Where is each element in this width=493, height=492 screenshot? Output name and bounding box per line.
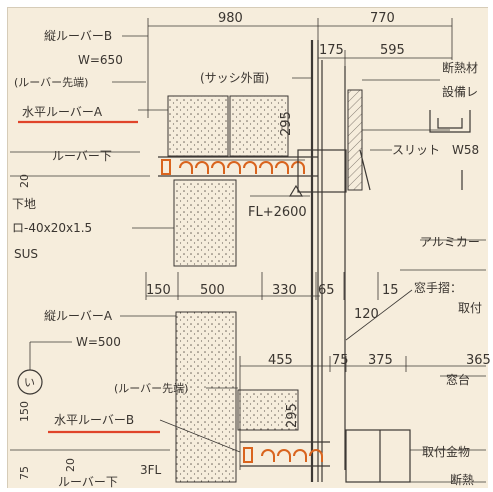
dim-295-upper: 295 [279, 111, 294, 136]
label-w500: W=500 [76, 335, 121, 349]
label-horizontal-louver-a: 水平ルーバーA [22, 105, 103, 119]
dim-120: 120 [354, 307, 379, 322]
dim-295-lower: 295 [285, 403, 300, 428]
label-louver-tip-top: (ルーバー先端) [14, 76, 88, 89]
dim-75-vertical: 75 [18, 466, 31, 480]
dim-500: 500 [200, 283, 225, 298]
dim-375: 375 [368, 353, 393, 368]
lower-right-detail [345, 375, 486, 483]
dim-65: 65 [318, 283, 335, 298]
dim-20-upper: 20 [18, 174, 31, 188]
label-circle-i: い [24, 376, 35, 389]
top-dimension-line [147, 18, 453, 118]
fl-level-marker [250, 184, 310, 197]
horizontal-louver-b [240, 441, 330, 467]
dim-365: 365 [466, 353, 491, 368]
dim-150: 150 [146, 283, 171, 298]
label-fl2600: FL+2600 [248, 205, 307, 220]
dim-150-vertical: 150 [18, 401, 31, 422]
dim-175: 175 [319, 43, 344, 58]
dim-75: 75 [332, 353, 349, 368]
right-detail [359, 110, 486, 271]
dim-330: 330 [272, 283, 297, 298]
wall-section-upper [173, 179, 237, 267]
dim-980: 980 [218, 11, 243, 26]
label-shitaji: 下地 [12, 197, 36, 211]
horizontal-louver-a [158, 156, 318, 177]
label-madotemisu: 窓手摺： [414, 280, 462, 295]
label-ro-spec: ロ-40x20x1.5 [12, 221, 92, 235]
dim-595: 595 [380, 43, 405, 58]
label-tate-louver-b: 縦ルーバーB [44, 29, 112, 43]
label-danetsu-lower: 断熱 [450, 472, 474, 487]
middle-dimension-line [145, 272, 379, 300]
label-w58: W58 [452, 143, 479, 157]
label-louver-tip-lower: (ルーバー先端) [114, 382, 188, 395]
lower-dimension-line [239, 356, 486, 470]
label-horizontal-louver-b: 水平ルーバーB [54, 413, 134, 427]
label-w650: W=650 [78, 53, 123, 67]
label-secchi: 設備レ [442, 84, 478, 99]
dim-455: 455 [268, 353, 293, 368]
label-sash-outer: (サッシ外面) [200, 71, 269, 85]
dim-20-lower: 20 [64, 458, 77, 472]
vertical-louver-b-upper-right [229, 95, 289, 157]
label-tate-louver-a: 縦ルーバーA [44, 309, 113, 323]
label-sus: SUS [14, 247, 38, 261]
label-slit: スリット [392, 143, 440, 157]
sash-frame [297, 40, 450, 482]
label-danetsu: 断熱材 [442, 60, 478, 75]
label-louver-bottom-lower: ルーバー下 [58, 475, 118, 489]
louver-tip-lower [237, 389, 299, 431]
label-3fl: 3FL [140, 463, 162, 477]
vertical-louver-b-upper [167, 95, 229, 157]
dim-15: 15 [382, 283, 399, 298]
label-aluminum: アルミカー [420, 235, 480, 249]
label-toritsuke: 取付 [458, 301, 482, 315]
vertical-louver-a-lower [175, 311, 237, 483]
label-toritsuke-kanamono: 取付金物 [422, 444, 470, 459]
label-louver-bottom: ルーバー下 [52, 149, 112, 163]
dim-770: 770 [370, 11, 395, 26]
label-madodai: 窓台 [446, 372, 470, 387]
